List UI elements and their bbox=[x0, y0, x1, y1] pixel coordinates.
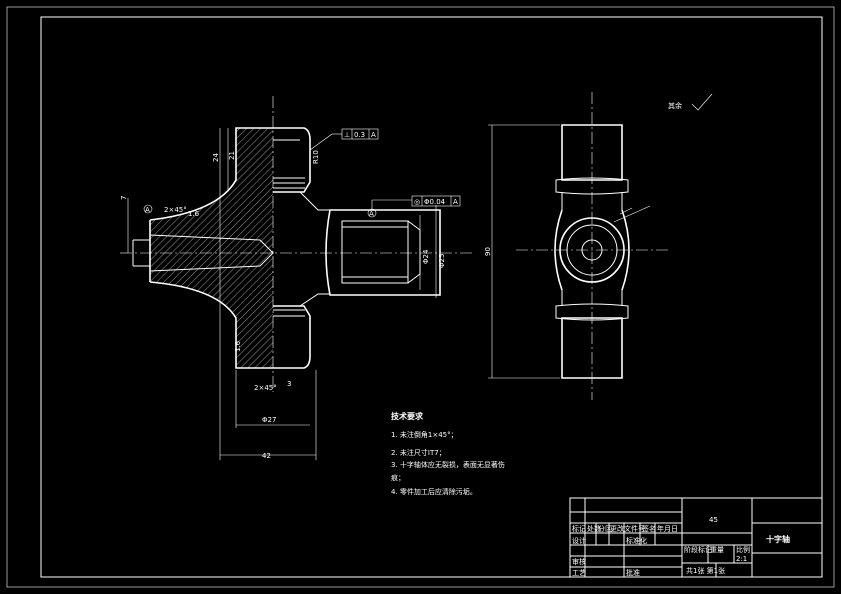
title-block-sheets: 共1张 第1张 bbox=[686, 566, 725, 575]
dim-left-z: 7 bbox=[120, 196, 128, 200]
dim-bottom-dia: Φ27 bbox=[262, 416, 276, 424]
svg-text:工艺: 工艺 bbox=[572, 569, 586, 577]
title-block-material: 45 bbox=[709, 516, 718, 524]
svg-text:A: A bbox=[371, 131, 376, 139]
note-2: 2. 未注尺寸IT7； bbox=[391, 448, 446, 457]
dim-top-21: 21 bbox=[228, 151, 236, 160]
datum-a-right: A bbox=[369, 210, 374, 218]
svg-text:重量: 重量 bbox=[710, 546, 724, 554]
datum-a-left: A bbox=[145, 206, 150, 214]
section-view bbox=[120, 96, 475, 460]
svg-text:分区: 分区 bbox=[598, 524, 612, 533]
dim-right-dia-2: Φ25 bbox=[438, 254, 446, 268]
dim-bottom-3: 3 bbox=[287, 380, 291, 388]
svg-text:处数: 处数 bbox=[587, 524, 601, 533]
svg-text:阶段标记: 阶段标记 bbox=[684, 545, 712, 554]
surface-finish-mark: 其余 bbox=[668, 93, 713, 111]
dim-chamfer-top: 2×45° bbox=[164, 206, 187, 214]
technical-requirements: 技术要求 1. 未注倒角1×45°； 2. 未注尺寸IT7； 3. 十字轴体应无… bbox=[391, 411, 505, 496]
svg-text:签名: 签名 bbox=[642, 524, 656, 533]
svg-text:⊥: ⊥ bbox=[344, 131, 350, 139]
front-view bbox=[488, 92, 668, 400]
note-3b: 痕； bbox=[391, 473, 405, 482]
svg-text:标记: 标记 bbox=[572, 524, 586, 533]
svg-text:0.3: 0.3 bbox=[354, 131, 365, 139]
note-3: 3. 十字轴体应无裂损，表面无显著伤 bbox=[391, 460, 505, 469]
notes-title: 技术要求 bbox=[391, 411, 424, 421]
inner-border bbox=[40, 16, 823, 578]
svg-text:更改文件号: 更改文件号 bbox=[610, 524, 645, 533]
dim-chamfer-bottom: 2×45° bbox=[254, 384, 277, 392]
svg-text:其余: 其余 bbox=[668, 101, 682, 110]
dim-left-1-6: 1.6 bbox=[188, 210, 200, 218]
dim-bottom-1-6: 1.6 bbox=[234, 340, 242, 352]
svg-text:设计: 设计 bbox=[572, 536, 586, 545]
svg-text:A: A bbox=[453, 198, 458, 206]
dim-overall-height: 90 bbox=[484, 247, 492, 256]
outer-border bbox=[6, 6, 835, 588]
svg-text:审核: 审核 bbox=[572, 557, 586, 566]
svg-text:◎: ◎ bbox=[414, 198, 420, 206]
dim-top-r10: R10 bbox=[312, 150, 320, 164]
note-1: 1. 未注倒角1×45°； bbox=[391, 430, 458, 439]
svg-text:批准: 批准 bbox=[626, 568, 640, 577]
dim-bottom-width: 42 bbox=[262, 452, 271, 460]
svg-text:比例: 比例 bbox=[736, 545, 750, 554]
note-4: 4. 零件加工后应清除污垢。 bbox=[391, 487, 477, 496]
dim-top-24: 24 bbox=[212, 153, 220, 162]
title-block: 标记 处数 分区 更改文件号 签名 年月日 设计 标准化 阶段标记 重量 比例 … bbox=[569, 497, 823, 578]
title-block-part-name: 十字轴 bbox=[766, 534, 790, 544]
title-block-scale: 2:1 bbox=[736, 555, 747, 563]
svg-text:Φ0.04: Φ0.04 bbox=[424, 198, 446, 206]
gdt-frame-mid: ◎ Φ0.04 A bbox=[411, 195, 461, 207]
gdt-frame-top: ⊥ 0.3 A bbox=[341, 128, 379, 140]
svg-text:标准化: 标准化 bbox=[626, 536, 647, 545]
dim-right-dia-1: Φ24 bbox=[422, 249, 430, 264]
svg-text:年月日: 年月日 bbox=[657, 524, 678, 533]
